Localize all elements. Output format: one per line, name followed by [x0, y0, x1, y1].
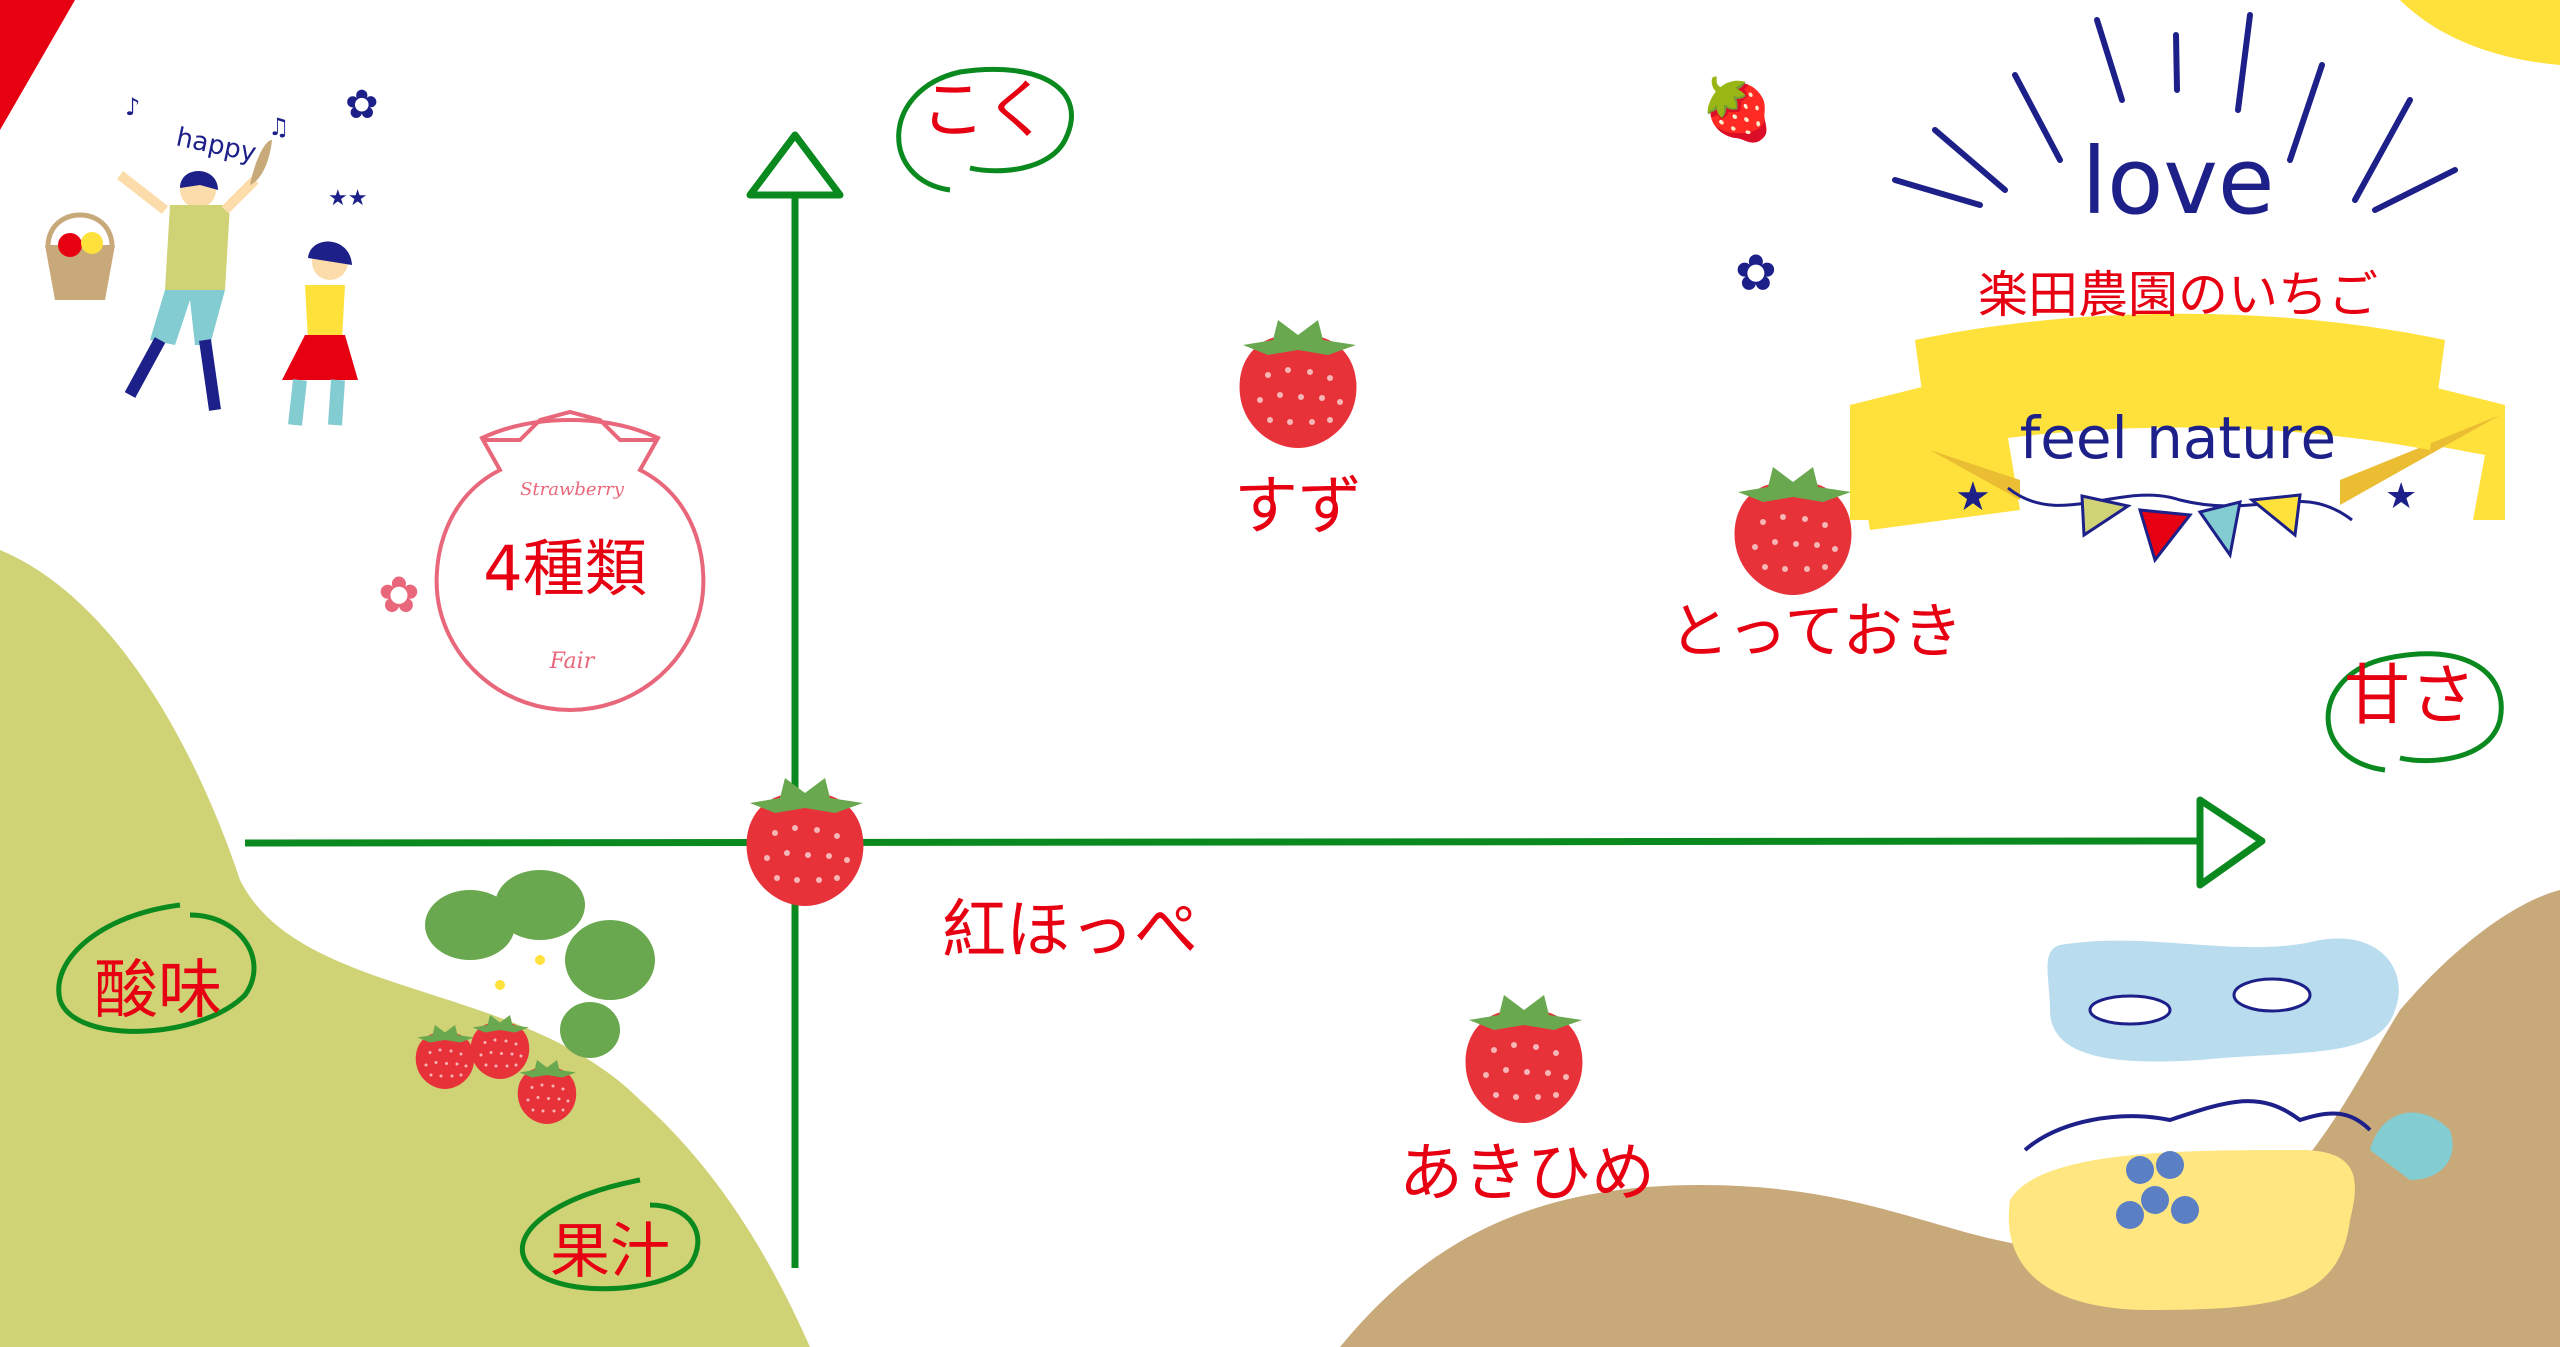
vertical-axis [746, 131, 844, 1268]
star-icon: ★ [2385, 476, 2417, 517]
badge-main-text: 4種類 [483, 532, 646, 605]
flower-icon: ✿ [378, 567, 420, 623]
axis-label-right: 甘さ [2325, 651, 2504, 773]
flower-icon: ✿ [345, 82, 379, 128]
badge-top-text: Strawberry [520, 479, 625, 500]
svg-text:甘さ: 甘さ [2344, 657, 2476, 734]
ribbon-title: 楽田農園のいちご [1978, 266, 2378, 324]
happy-doodle: happy [174, 123, 259, 169]
svg-text:果汁: 果汁 [550, 1217, 670, 1287]
horizontal-axis [244, 796, 2266, 889]
axis-label-left: 酸味 [56, 902, 257, 1034]
variety-label: すず [1234, 470, 1362, 544]
olive-hill [0, 550, 810, 1347]
svg-text:こく: こく [921, 74, 1049, 148]
ribbon-banner [1850, 313, 2505, 530]
flower-icon: ✿ [1735, 244, 1777, 302]
variety-benihoppe: 紅ほっぺ [746, 778, 1198, 968]
axis-label-up: こく [896, 66, 1074, 193]
axis-label-down: 果汁 [519, 1177, 701, 1292]
variety-akihime: あきひめ [1399, 995, 1655, 1211]
svg-text:酸味: 酸味 [94, 954, 222, 1028]
variety-label: 紅ほっぺ [942, 894, 1198, 968]
strawberry-badge: Strawberry 4種類 Fair [434, 409, 706, 713]
badge-bottom-text: Fair [549, 649, 596, 674]
strawberry-plant-illustration [415, 870, 655, 1124]
children-illustration: happy ♪ ♫ ✿ ★★ [45, 82, 379, 426]
svg-text:★★: ★★ [328, 186, 367, 211]
red-corner-shape [0, 0, 75, 130]
variety-totteoki: とっておき [1669, 467, 1963, 667]
bunting-flags [2007, 486, 2353, 564]
variety-label: とっておき [1669, 597, 1962, 667]
sun-shape [2400, 0, 2560, 65]
svg-text:♫: ♫ [268, 113, 290, 141]
star-icon: ★ [1955, 474, 1991, 520]
sunburst-lines [1892, 12, 2458, 213]
variety-label: あきひめ [1399, 1137, 1655, 1211]
strawberry-outline-icon: 🍓 [1700, 75, 1775, 145]
love-title: love [2082, 128, 2275, 235]
landscape-illustration [2008, 938, 2453, 1310]
tagline: feel nature [2020, 404, 2336, 472]
svg-text:♪: ♪ [125, 93, 140, 121]
variety-suzu: すず [1234, 320, 1362, 544]
